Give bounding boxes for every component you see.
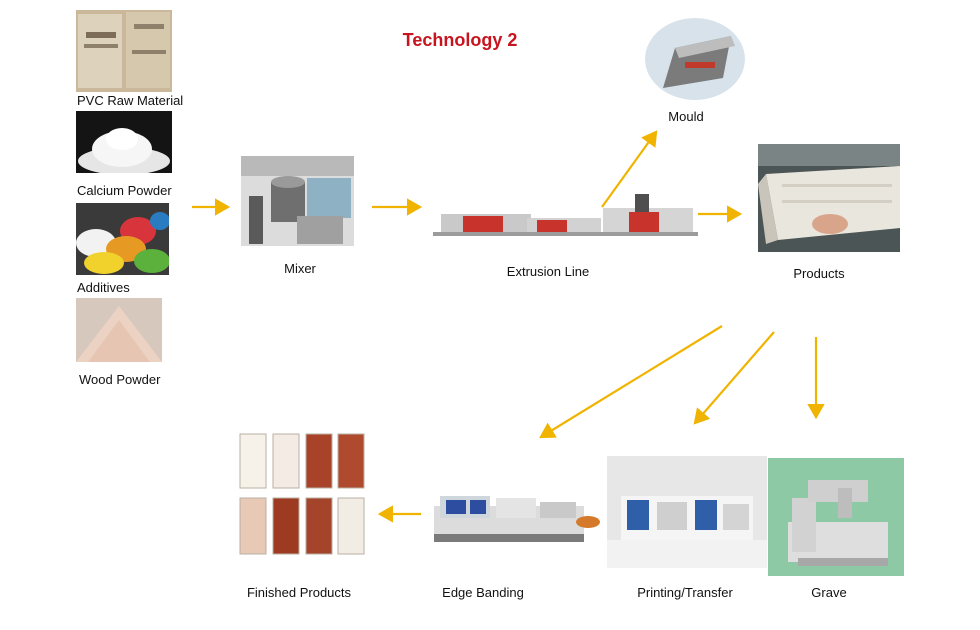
products-image	[758, 144, 900, 252]
mould-label: Mould	[668, 109, 704, 124]
grave-label: Grave	[811, 585, 847, 600]
additives-label: Additives	[77, 280, 130, 295]
arrow-products-to-printing	[693, 331, 775, 425]
wood-powder-label: Wood Powder	[79, 372, 161, 387]
pvc-raw-material-image	[76, 10, 172, 92]
extrusion-line-image	[433, 190, 698, 242]
printing-transfer-image	[607, 456, 767, 568]
grave-image	[768, 458, 904, 576]
mould-image	[645, 18, 745, 100]
finished-products-image	[238, 432, 368, 556]
edge-banding-image	[430, 488, 602, 548]
products-label: Products	[793, 266, 845, 281]
calcium-powder-label: Calcium Powder	[77, 183, 172, 198]
additives-image	[76, 203, 169, 275]
wood-powder-image	[76, 298, 162, 362]
finished-products-label: Finished Products	[246, 585, 352, 600]
pvc-raw-material-label: PVC Raw Material	[77, 93, 184, 108]
extrusion-line-label: Extrusion Line	[506, 264, 590, 279]
arrow-products-to-edge	[539, 325, 723, 439]
mixer-image	[241, 156, 354, 246]
printing-transfer-label: Printing/Transfer	[637, 585, 733, 600]
calcium-powder-image	[76, 111, 172, 173]
mixer-label: Mixer	[284, 261, 316, 276]
arrow-extrusion-to-mould	[601, 130, 658, 208]
diagram-title: Technology 2	[402, 30, 518, 50]
edge-banding-label: Edge Banding	[442, 585, 524, 600]
